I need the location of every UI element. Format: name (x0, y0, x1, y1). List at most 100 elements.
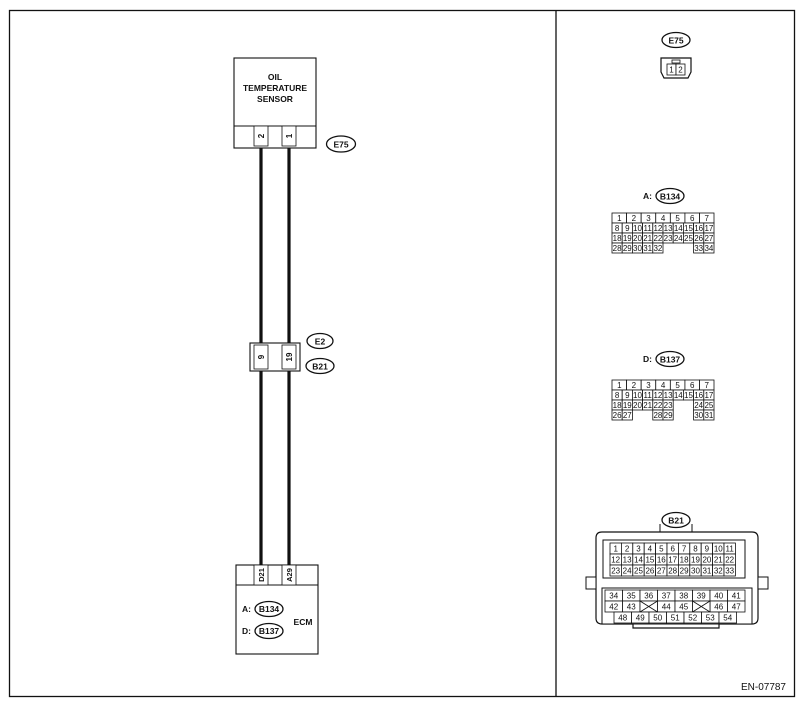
b137-pin-29: 29 (664, 411, 673, 420)
b137-pin-25: 25 (704, 401, 713, 410)
b137-pin-27: 27 (623, 411, 632, 420)
b21-pin-14: 14 (634, 556, 643, 565)
b137-pin-23: 23 (664, 401, 673, 410)
joint-pin-19 (281, 344, 297, 370)
b137-pin-18: 18 (613, 401, 622, 410)
ecm-block: D21 A29 A: B134 D: B137 ECM (235, 564, 319, 655)
e75-pin-2 (675, 63, 686, 76)
b137-pin-29-cell (662, 409, 674, 421)
b21-pin-37: 37 (662, 592, 671, 601)
connector-tag-e2: E2 (306, 332, 334, 350)
b21-pin-39: 39 (697, 592, 706, 601)
ecm-pin-d21 (253, 564, 269, 586)
sensor-pin-2-label: 2 (257, 133, 266, 138)
connector-tag-b21-left: B21 (305, 357, 335, 375)
b134-pin-28: 28 (613, 244, 622, 253)
oil-temperature-sensor: OIL TEMPERATURE SENSOR 2 1 (233, 57, 317, 149)
b134-pin-20: 20 (633, 234, 642, 243)
wire-pair (259, 146, 291, 566)
b134-pin-4: 4 (661, 214, 666, 223)
b21-pin-25: 25 (634, 567, 643, 576)
joint-pin-9 (253, 344, 269, 370)
b21-pin-30: 30 (691, 567, 700, 576)
b137-pin-15: 15 (684, 391, 693, 400)
svg-text:D21: D21 (257, 568, 266, 582)
ecm-d-label: D: (242, 626, 251, 636)
svg-text:1: 1 (669, 66, 674, 75)
b134-pin-13: 13 (664, 224, 673, 233)
svg-text:A29: A29 (285, 568, 294, 582)
b137-pin-8: 8 (615, 391, 620, 400)
ecm-a-label: A: (242, 604, 251, 614)
connector-tag-b134-right (655, 187, 685, 205)
b21-pin-16: 16 (657, 556, 666, 565)
svg-text:B21: B21 (312, 362, 328, 372)
b137-pin-4: 4 (661, 381, 666, 390)
b137-pin-14: 14 (674, 391, 683, 400)
svg-text:E2: E2 (315, 337, 326, 347)
b134-pin-11: 11 (644, 224, 653, 233)
b21-pin-53: 53 (706, 614, 715, 623)
b137-pin-31-cell (703, 409, 715, 421)
b21-pin-18: 18 (680, 556, 689, 565)
b21-pin-22: 22 (725, 556, 734, 565)
sensor-pin-2 (253, 125, 269, 147)
connector-e75-face: E75 1 2 (660, 31, 692, 79)
b21-pin-9: 9 (705, 545, 710, 554)
b134-pin-26: 26 (694, 234, 703, 243)
b21-pin-36: 36 (644, 592, 653, 601)
b21-pin-12: 12 (611, 556, 620, 565)
svg-text:B134: B134 (259, 604, 280, 614)
b134-prefix: A: (643, 191, 652, 201)
b21-pin-38: 38 (679, 592, 688, 601)
b21-pin-2: 2 (625, 545, 630, 554)
b137-pin-13: 13 (664, 391, 673, 400)
b134-pin-3: 3 (646, 214, 651, 223)
b134-pin-29: 29 (623, 244, 632, 253)
b134-pin-5: 5 (675, 214, 680, 223)
b21-pin-4: 4 (648, 545, 653, 554)
svg-text:2: 2 (678, 66, 683, 75)
b21-pin-50: 50 (653, 614, 662, 623)
b134-pin-16: 16 (694, 224, 703, 233)
b21-pin-8: 8 (693, 545, 698, 554)
b21-pin-13: 13 (623, 556, 632, 565)
b137-prefix: D: (643, 354, 652, 364)
b21-pin-52: 52 (688, 614, 697, 623)
sensor-label-line2: TEMPERATURE (243, 83, 307, 93)
b137-pin-1: 1 (617, 381, 622, 390)
b137-pin-22: 22 (653, 401, 662, 410)
b134-pin-33: 33 (694, 244, 703, 253)
b21-pin-54-cell (718, 611, 737, 624)
b21-pin-20: 20 (702, 556, 711, 565)
b134-pin-22: 22 (653, 234, 662, 243)
b137-pin-20: 20 (633, 401, 642, 410)
b134-pin-21: 21 (643, 234, 652, 243)
svg-text:E75: E75 (333, 140, 348, 150)
b134-pin-32-cell (652, 242, 664, 254)
b137-pin-16: 16 (694, 391, 703, 400)
b21-pin-11: 11 (726, 545, 735, 554)
b134-pin-32: 32 (653, 244, 662, 253)
b137-pin-19: 19 (623, 401, 632, 410)
svg-text:E75: E75 (668, 36, 683, 46)
b134-pin-6: 6 (690, 214, 695, 223)
b134-pin-8: 8 (615, 224, 620, 233)
ecm-connector-tag-b134 (254, 600, 284, 618)
sensor-label-line1: OIL (268, 72, 282, 82)
b21-pin-35: 35 (627, 592, 636, 601)
b21-pin-47: 47 (732, 603, 741, 612)
svg-text:B134: B134 (660, 192, 681, 202)
connector-tag-b137-right (655, 350, 685, 368)
b137-pin-26: 26 (613, 411, 622, 420)
b134-pin-17: 17 (704, 224, 713, 233)
b21-pin-7: 7 (682, 545, 687, 554)
b21-pin-15: 15 (645, 556, 654, 565)
b134-pin-30: 30 (633, 244, 642, 253)
b21-pin-51: 51 (671, 614, 680, 623)
svg-text:B21: B21 (668, 516, 684, 526)
b21-pin-26: 26 (645, 567, 654, 576)
b21-pin-31: 31 (702, 567, 711, 576)
b134-pin-14: 14 (674, 224, 683, 233)
